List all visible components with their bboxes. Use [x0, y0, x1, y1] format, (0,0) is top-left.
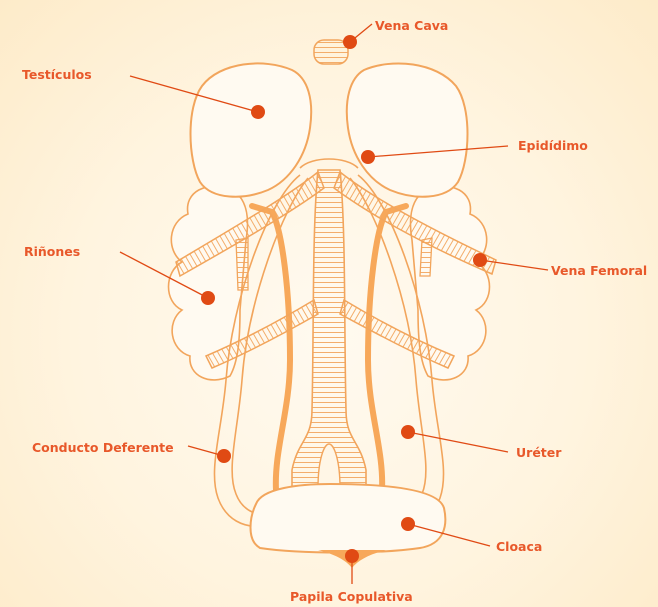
- label-cloaca: Cloaca: [496, 539, 542, 554]
- label-epididimo: Epidídimo: [518, 138, 588, 153]
- left-testis: [191, 63, 312, 196]
- label-conducto-deferente: Conducto Deferente: [32, 440, 174, 455]
- right-upper-branch: [420, 238, 432, 276]
- label-papila-copulativa: Papila Copulativa: [290, 589, 413, 604]
- label-ureter: Uréter: [516, 445, 562, 460]
- left-upper-branch: [236, 238, 248, 290]
- label-vena-cava: Vena Cava: [375, 18, 448, 33]
- vena-cava-knot: [314, 40, 348, 64]
- left-ureter: [272, 212, 290, 490]
- cloaca-marker: [401, 517, 415, 531]
- label-vena-femoral: Vena Femoral: [551, 263, 647, 278]
- vena-cava-marker: [343, 35, 357, 49]
- epididimo-marker: [361, 150, 375, 164]
- epididymis: [300, 159, 358, 168]
- papila-marker: [345, 549, 359, 563]
- cloaca: [251, 484, 446, 553]
- right-testis: [347, 63, 468, 196]
- rinones-marker: [201, 291, 215, 305]
- ureter-marker: [401, 425, 415, 439]
- vena-femoral-marker: [473, 253, 487, 267]
- label-testiculos: Testículos: [22, 67, 92, 82]
- conducto-deferente-marker: [217, 449, 231, 463]
- testiculos-marker: [251, 105, 265, 119]
- central-vessel: [292, 170, 366, 490]
- right-ureter: [368, 212, 386, 490]
- label-rinones: Riñones: [24, 244, 80, 259]
